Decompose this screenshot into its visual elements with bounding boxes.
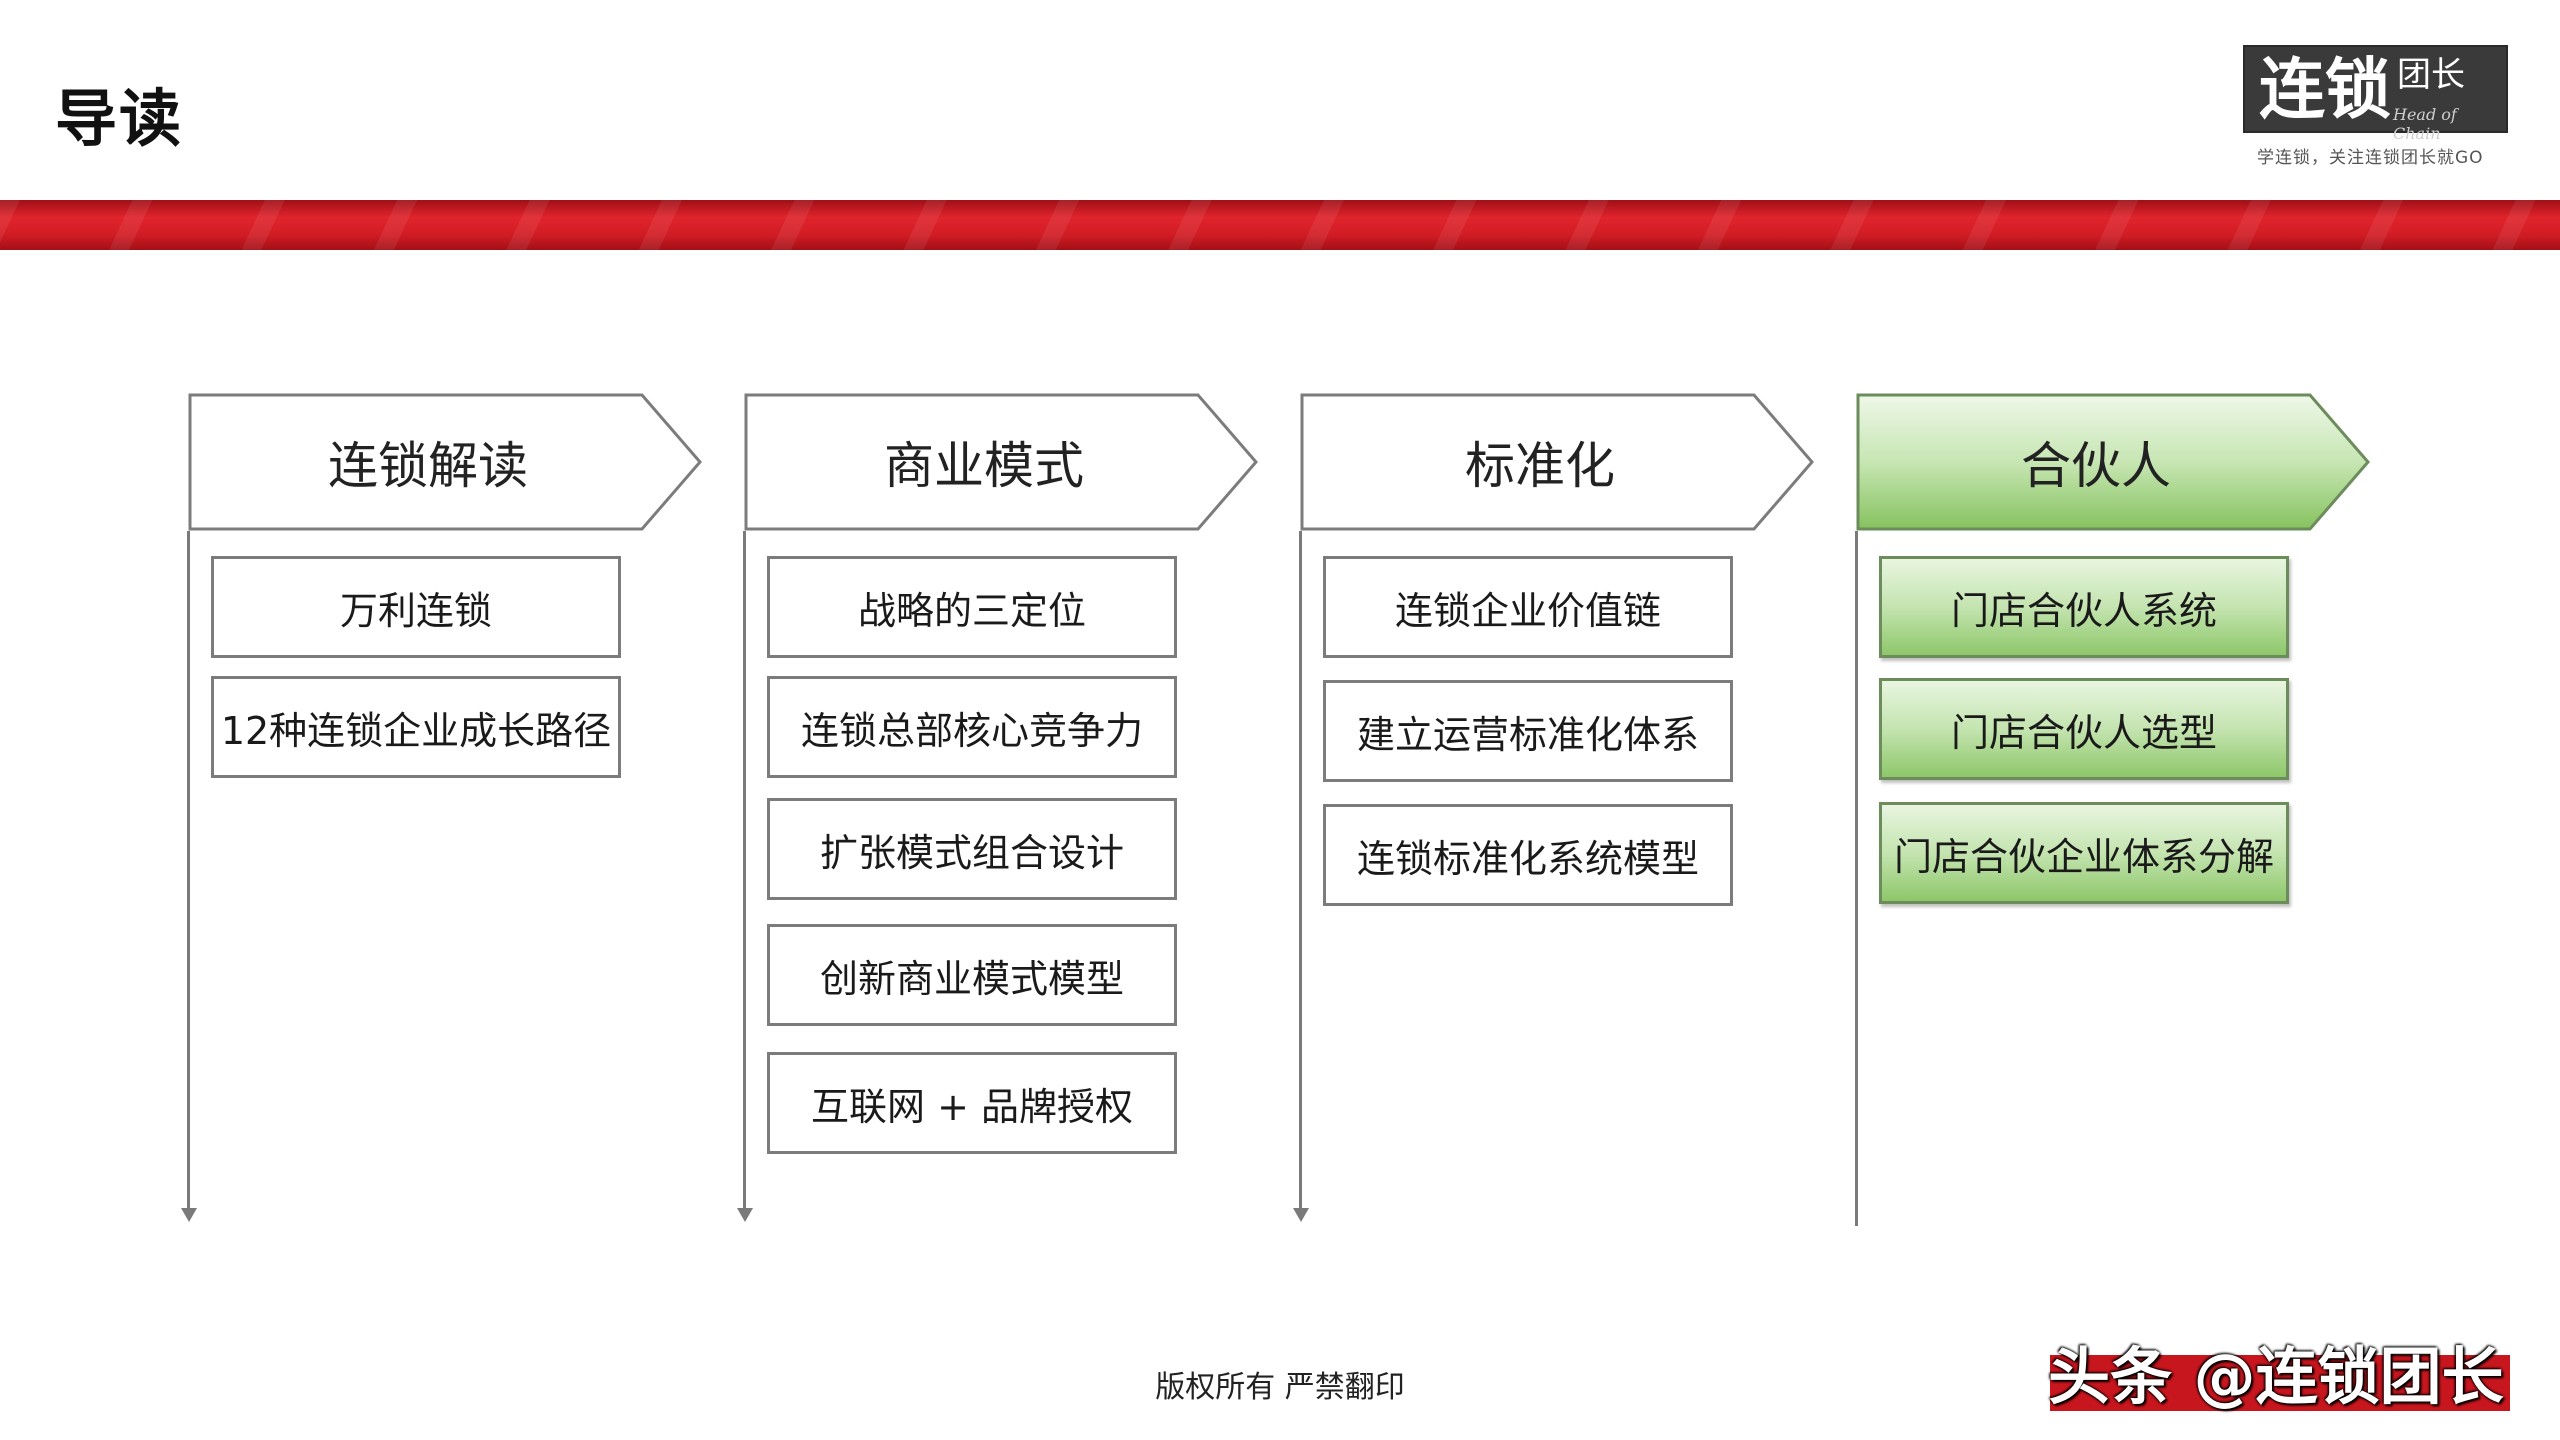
- column-4-item: 门店合伙人选型: [1879, 678, 2289, 780]
- column-3-item: 连锁企业价值链: [1323, 556, 1733, 658]
- column-1-timeline: [187, 531, 190, 1212]
- brand-logo: 连锁 团长 Head of Chain: [2243, 45, 2508, 143]
- column-2-header: 商业模式: [744, 393, 1260, 531]
- band-pattern: [0, 200, 2560, 250]
- header-band: [0, 200, 2560, 250]
- column-header-label: 合伙人: [2021, 437, 2171, 495]
- logo-slogan: 学连锁，关注连锁团长就GO: [2257, 148, 2484, 168]
- column-3-timeline: [1299, 531, 1302, 1212]
- column-2-timeline: [743, 531, 746, 1212]
- header-arrow-shape: [188, 393, 702, 531]
- column-4-header: 合伙人: [1856, 393, 2372, 531]
- column-2-item: 扩张模式组合设计: [767, 798, 1177, 900]
- column-1-item: 万利连锁: [211, 556, 621, 658]
- header-arrow-shape: [1856, 393, 2370, 531]
- column-header-label: 连锁解读: [328, 437, 528, 495]
- column-3-header: 标准化: [1300, 393, 1816, 531]
- copyright-footer: 版权所有 严禁翻印: [1155, 1370, 1405, 1405]
- header-arrow-shape: [744, 393, 1258, 531]
- column-2-item: 战略的三定位: [767, 556, 1177, 658]
- watermark-bar: [2050, 1355, 2510, 1411]
- column-1-header: 连锁解读: [188, 393, 704, 531]
- column-header-label: 标准化: [1465, 437, 1615, 495]
- column-2-item: 连锁总部核心竞争力: [767, 676, 1177, 778]
- column-2-arrow: [737, 1208, 753, 1222]
- logo-side-text: 团长: [2397, 55, 2465, 95]
- column-3-item: 连锁标准化系统模型: [1323, 804, 1733, 906]
- column-1-arrow: [181, 1208, 197, 1222]
- column-2-item: 创新商业模式模型: [767, 924, 1177, 1026]
- column-header-label: 商业模式: [884, 437, 1084, 495]
- column-1-item: 12种连锁企业成长路径: [211, 676, 621, 778]
- logo-main-text: 连锁: [2259, 51, 2391, 128]
- column-4-item: 门店合伙企业体系分解: [1879, 802, 2289, 904]
- watermark-text: 头条 @连锁团长: [2048, 1340, 2504, 1413]
- page-title: 导读: [55, 82, 184, 155]
- column-3-arrow: [1293, 1208, 1309, 1222]
- logo-english-text: Head of Chain: [2393, 105, 2457, 143]
- column-3-item: 建立运营标准化体系: [1323, 680, 1733, 782]
- column-2-item: 互联网 + 品牌授权: [767, 1052, 1177, 1154]
- header-arrow-shape: [1300, 393, 1814, 531]
- column-4-timeline: [1855, 531, 1858, 1226]
- column-4-item: 门店合伙人系统: [1879, 556, 2289, 658]
